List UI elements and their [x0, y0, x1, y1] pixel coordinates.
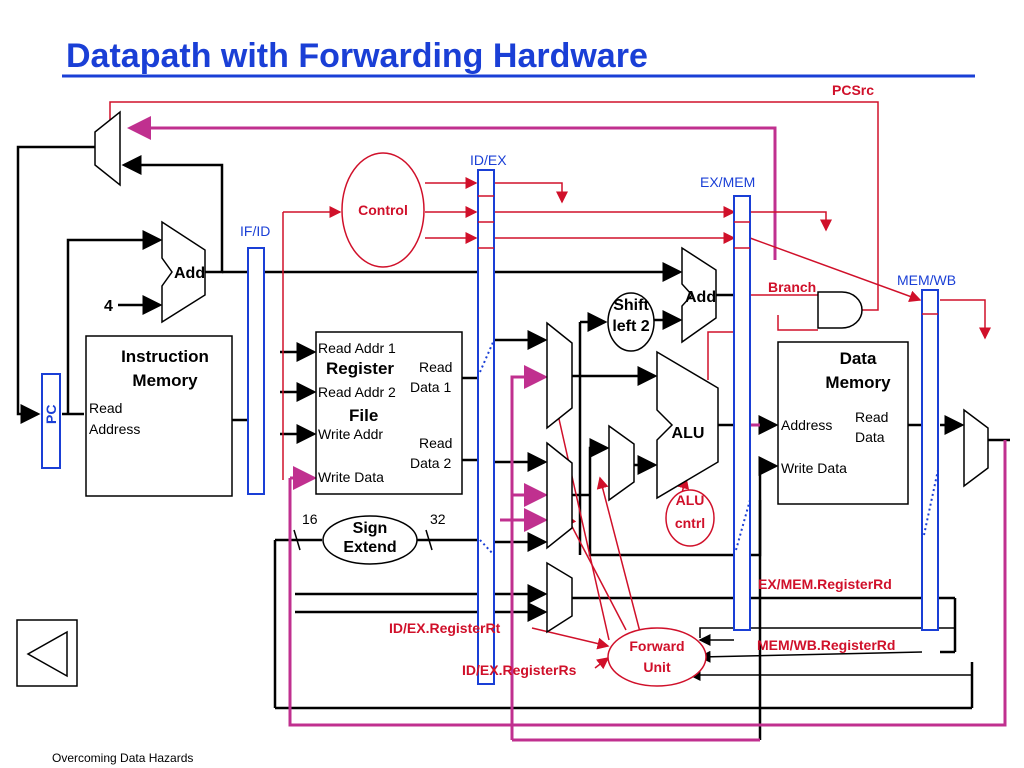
if-id-label: IF/ID: [240, 223, 270, 239]
instruction-memory-port-2: Address: [89, 421, 140, 437]
register-file-title-1: Register: [326, 359, 394, 378]
id-ex-registerrt-label: ID/EX.RegisterRt: [389, 620, 501, 636]
if-id-register: [247, 247, 265, 495]
forward-b-mux: [546, 441, 573, 550]
regdst-mux: [546, 561, 573, 634]
mem-wb-registerrd-label: MEM/WB.RegisterRd: [757, 637, 895, 653]
branch-label: Branch: [768, 279, 816, 295]
ex-mem-registerrd-label: EX/MEM.RegisterRd: [758, 576, 892, 592]
forward-unit-1: Forward: [629, 638, 684, 654]
ex-mem-register: [733, 195, 751, 631]
shift-left-2: [607, 292, 655, 352]
pc-adder-label: Add: [174, 265, 205, 282]
id-ex-label: ID/EX: [470, 152, 507, 168]
sign-extend-out-width: 32: [430, 511, 446, 527]
data-memory-title-2: Memory: [825, 373, 891, 392]
id-ex-register: [477, 169, 495, 685]
alu: [656, 350, 719, 500]
instruction-memory-title-1: Instruction: [121, 347, 209, 366]
shift-left-1: Shift: [613, 297, 649, 314]
instruction-memory-title-2: Memory: [132, 371, 198, 390]
reg-read-data-1-b: Data 1: [410, 379, 451, 395]
register-file-title-2: File: [349, 406, 378, 425]
branch-adder-label: Add: [685, 289, 716, 306]
branch-adder: [681, 246, 717, 344]
width-slash-in: [293, 529, 301, 551]
ex-mem-label: EX/MEM: [700, 174, 755, 190]
mem-wb-label: MEM/WB: [897, 272, 956, 288]
forward-unit-inputs: [688, 598, 972, 681]
control-unit: [341, 152, 425, 268]
width-slash-out: [425, 529, 433, 551]
branch-and-gate: [817, 291, 863, 329]
footer-text: Overcoming Data Hazards: [52, 751, 193, 765]
control-wires: [109, 101, 991, 670]
register-file: [315, 331, 463, 495]
reg-read-addr-1: Read Addr 1: [318, 340, 396, 356]
pc-source-mux: [94, 110, 121, 187]
alusrc-mux: [608, 424, 635, 502]
constant-four: 4: [104, 298, 113, 315]
sign-extend: [322, 515, 418, 565]
forward-unit: [607, 627, 707, 687]
data-memory: [777, 341, 909, 505]
back-arrow-icon[interactable]: [26, 630, 68, 678]
forward-unit-2: Unit: [643, 659, 671, 675]
reg-write-data: Write Data: [318, 469, 384, 485]
control-label: Control: [358, 202, 408, 218]
page-title: Datapath with Forwarding Hardware: [66, 37, 648, 75]
alu-control: [665, 489, 715, 547]
pcsrc-label: PCSrc: [832, 82, 874, 98]
reg-read-addr-2: Read Addr 2: [318, 384, 396, 400]
forward-a-mux: [546, 321, 573, 430]
data-memory-address: Address: [781, 417, 832, 433]
writeback-mux: [963, 408, 989, 488]
sign-extend-1: Sign: [353, 520, 388, 537]
sign-extend-2: Extend: [343, 539, 396, 556]
instruction-memory-port-1: Read: [89, 400, 122, 416]
id-ex-registerrs-label: ID/EX.RegisterRs: [462, 662, 577, 678]
pc-adder: [161, 220, 206, 324]
shift-left-line-2: left 2: [612, 318, 649, 335]
alu-control-1: ALU: [676, 492, 705, 508]
alu-control-2: cntrl: [675, 515, 705, 531]
pc-register: [41, 373, 61, 469]
reg-read-data-2-b: Data 2: [410, 455, 451, 471]
data-memory-write-data: Write Data: [781, 460, 847, 476]
datapath-wires: [16, 145, 1010, 740]
data-memory-read-2: Data: [855, 429, 885, 445]
alu-label: ALU: [672, 425, 705, 442]
pc-label: PC: [43, 405, 59, 424]
data-memory-read-1: Read: [855, 409, 888, 425]
reg-read-data-2-a: Read: [419, 435, 452, 451]
instruction-memory: [85, 335, 233, 497]
mem-wb-register: [921, 289, 939, 631]
reg-read-data-1-a: Read: [419, 359, 452, 375]
data-memory-title-1: Data: [840, 349, 877, 368]
reg-write-addr: Write Addr: [318, 426, 383, 442]
sign-extend-in-width: 16: [302, 511, 318, 527]
